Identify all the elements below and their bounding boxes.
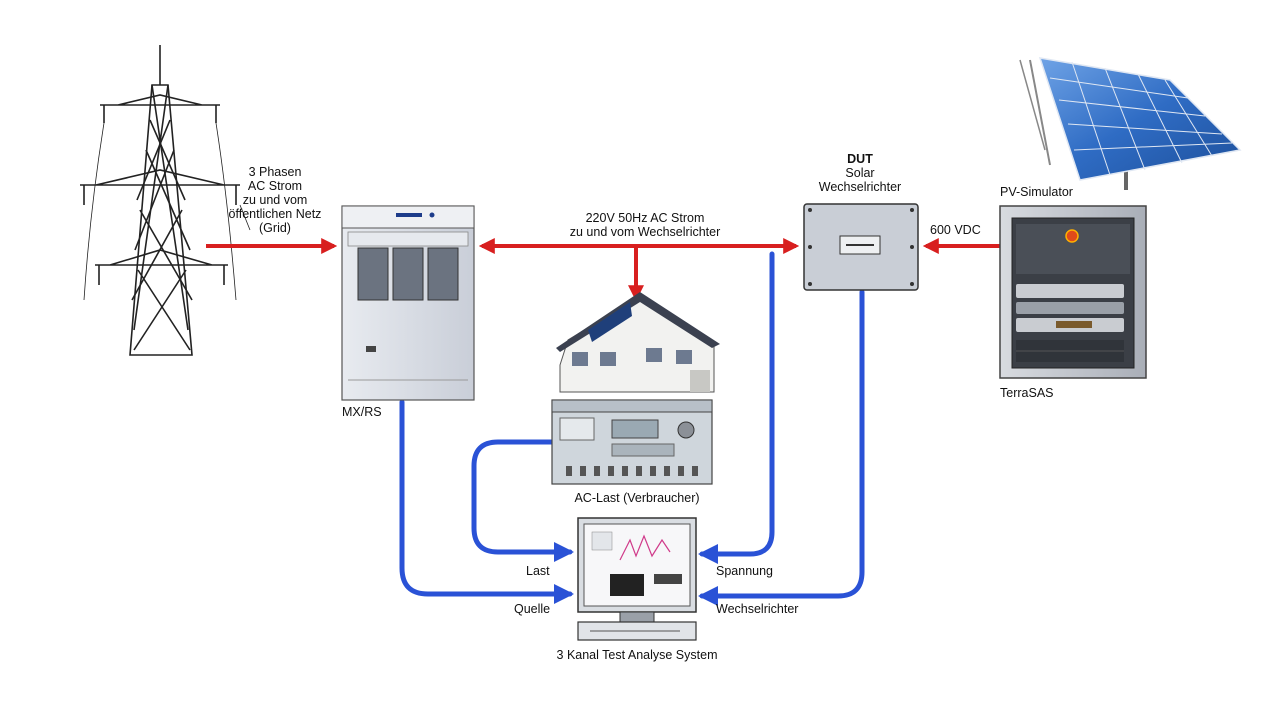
spannung-label: Spannung: [716, 564, 774, 578]
grid-label-line1: 3 Phasen: [248, 165, 302, 179]
dut-label-line2: Solar: [845, 166, 875, 180]
measurement-lines: [399, 251, 865, 606]
quelle-line: [399, 399, 574, 604]
house-icon: [556, 292, 720, 393]
ac-load-device-icon: [551, 399, 713, 485]
solar-panel-icon: [1019, 57, 1242, 190]
analysis-system-label: 3 Kanal Test Analyse System: [556, 648, 718, 662]
dut-label-line1: DUT: [847, 152, 873, 166]
dc-label: 600 VDC: [930, 223, 981, 237]
last-label: Last: [526, 564, 550, 578]
dut-label: DUT Solar Wechselrichter: [800, 152, 920, 194]
last-line: [471, 439, 574, 562]
analysis-monitor-icon: [577, 517, 697, 641]
quelle-label: Quelle: [514, 602, 551, 616]
ac-power-arrows: [206, 238, 1000, 302]
grid-label-line2: AC Strom: [247, 179, 303, 193]
grid-label-line3: zu und vom: [242, 193, 308, 207]
grid-label-line4: öffentlichen Netz: [228, 207, 322, 221]
terrasas-label: TerraSAS: [1000, 386, 1054, 400]
mxrs-cabinet-icon: [341, 205, 475, 401]
mxrs-label: MX/RS: [342, 405, 382, 419]
wechselrichter-label: Wechselrichter: [716, 602, 799, 616]
ac-bus-label-line2: zu und vom Wechselrichter: [569, 225, 721, 239]
ac-load-label: AC-Last (Verbraucher): [574, 491, 700, 505]
pv-simulator-label: PV-Simulator: [1000, 185, 1073, 199]
dut-label-line3: Wechselrichter: [818, 180, 902, 194]
ac-bus-label: 220V 50Hz AC Strom zu und vom Wechselric…: [530, 211, 760, 239]
spannung-line: [698, 251, 775, 564]
wechselrichter-line: [698, 289, 865, 606]
grid-label-line5: (Grid): [259, 221, 291, 235]
terrasas-rack-icon: [999, 205, 1147, 379]
dut-inverter-icon: [803, 203, 919, 291]
power-tower-icon: [80, 45, 251, 356]
grid-label: 3 Phasen AC Strom zu und vom öffentliche…: [205, 165, 345, 235]
ac-bus-label-line1: 220V 50Hz AC Strom: [585, 211, 705, 225]
